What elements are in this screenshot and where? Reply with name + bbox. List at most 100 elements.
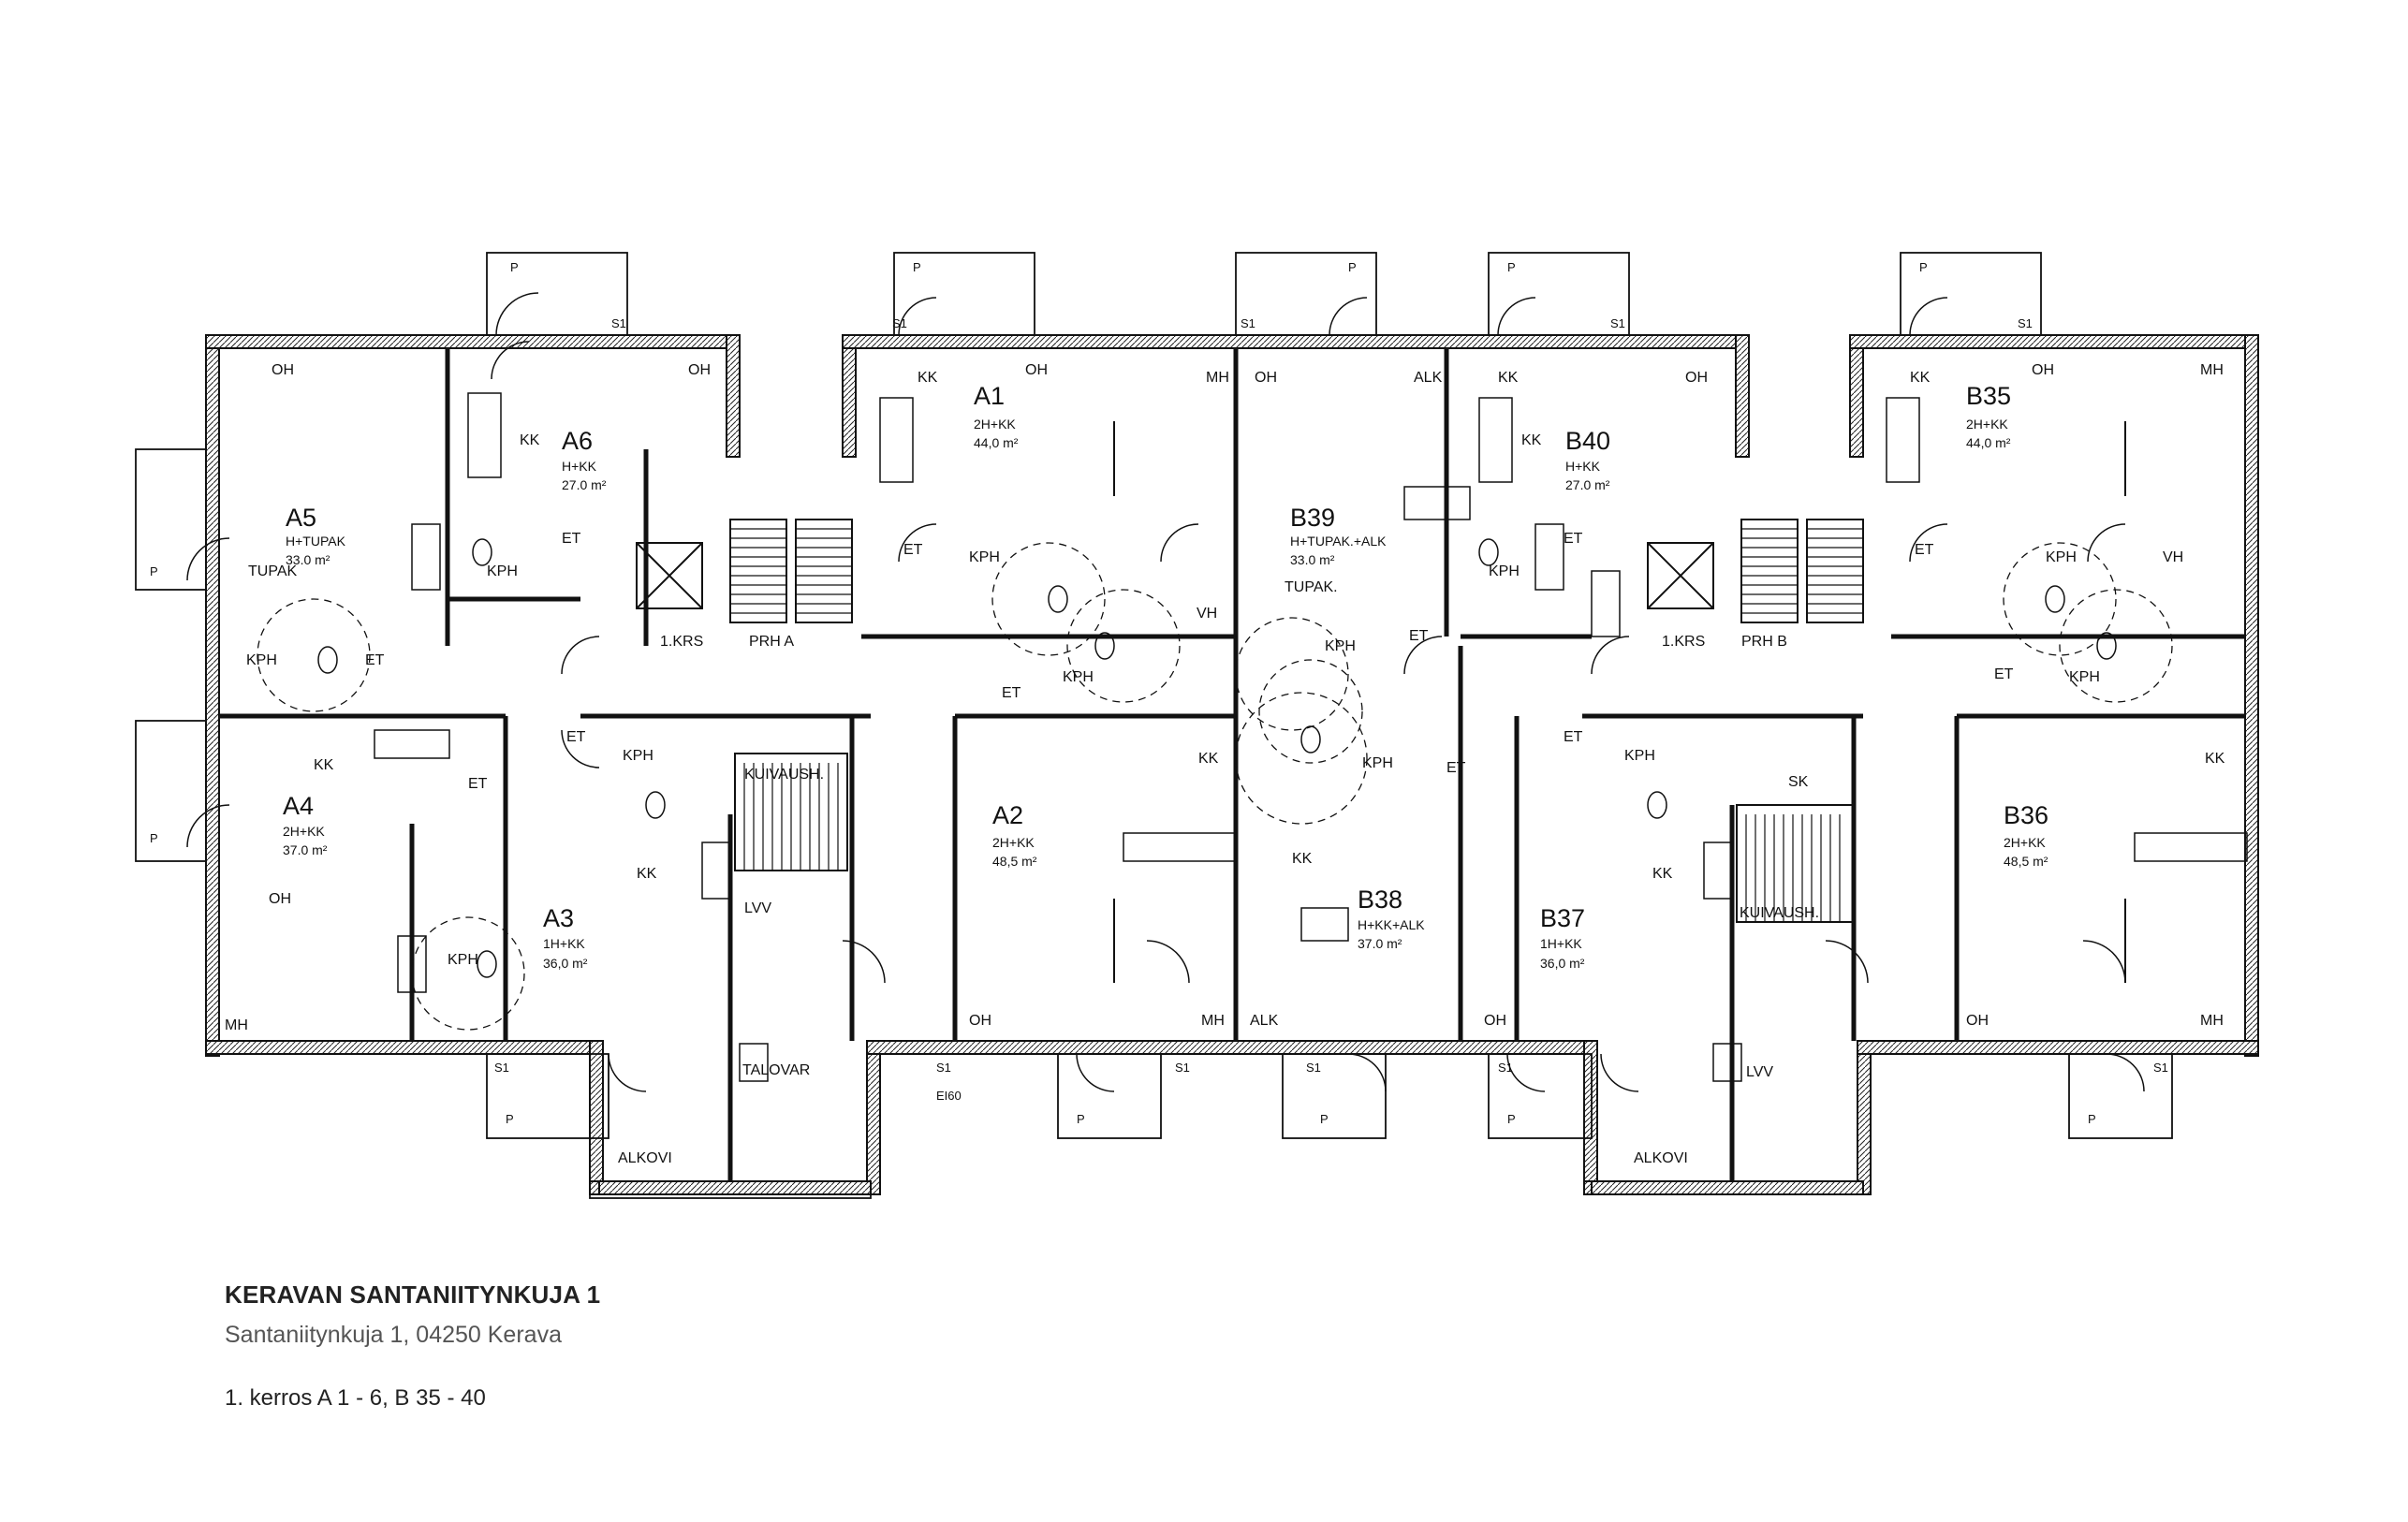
room-label-mh: MH bbox=[225, 1017, 248, 1033]
unit-a4-type: 2H+KK bbox=[283, 824, 325, 839]
unit-b36-type: 2H+KK bbox=[2004, 835, 2046, 850]
room-label-kk: KK bbox=[1292, 851, 1313, 867]
room-label-kph: KPH bbox=[2069, 669, 2100, 685]
patio-markers: P P P P P P P P P P P P S1 S1 S1 S1 S1 S… bbox=[150, 260, 2168, 1126]
wardrobe-marks bbox=[1113, 421, 2126, 983]
door-code: EI60 bbox=[936, 1089, 962, 1103]
room-label-alkovi: ALKOVI bbox=[618, 1150, 672, 1166]
room-label-mh: MH bbox=[2200, 362, 2224, 378]
room-label-et: ET bbox=[1564, 531, 1583, 547]
interior-walls bbox=[219, 348, 2245, 1181]
room-label-mh: MH bbox=[1201, 1013, 1225, 1029]
building-name: KERAVAN SANTANIITYNKUJA 1 bbox=[225, 1281, 601, 1309]
room-label-oh: OH bbox=[1484, 1013, 1506, 1029]
room-label-kph: KPH bbox=[246, 652, 277, 668]
unit-labels: A1 2H+KK 44,0 m² A2 2H+KK 48,5 m² A3 1H+… bbox=[283, 382, 2048, 971]
unit-a1-type: 2H+KK bbox=[974, 417, 1016, 432]
door-code: S1 bbox=[2153, 1061, 2168, 1075]
unit-a3-type: 1H+KK bbox=[543, 936, 585, 951]
room-label-et: ET bbox=[562, 531, 581, 547]
patio-label: P bbox=[1320, 1112, 1329, 1126]
building-address: Santaniitynkuja 1, 04250 Kerava bbox=[225, 1322, 562, 1348]
patio-label: P bbox=[150, 564, 158, 578]
stairwell-label-b: PRH B bbox=[1741, 634, 1787, 650]
room-label-kk: KK bbox=[1198, 751, 1219, 767]
room-label-talovar: TALOVAR bbox=[742, 1062, 810, 1078]
room-label-et: ET bbox=[1409, 628, 1429, 644]
unit-b40-code: B40 bbox=[1565, 427, 1610, 455]
unit-a6-type: H+KK bbox=[562, 459, 597, 474]
patio-label: P bbox=[1507, 1112, 1516, 1126]
room-label-kph: KPH bbox=[1624, 748, 1655, 764]
room-label-kk: KK bbox=[637, 866, 657, 882]
door-code: S1 bbox=[936, 1061, 951, 1075]
unit-a3-area: 36,0 m² bbox=[543, 956, 588, 971]
unit-a2-code: A2 bbox=[992, 801, 1023, 829]
unit-b35-area: 44,0 m² bbox=[1966, 435, 2011, 450]
room-label-kk: KK bbox=[1910, 370, 1931, 386]
door-code: S1 bbox=[892, 316, 907, 330]
unit-b35-type: 2H+KK bbox=[1966, 417, 2008, 432]
room-label-oh: OH bbox=[1255, 370, 1277, 386]
room-label-sk: SK bbox=[1788, 774, 1809, 790]
unit-b38-code: B38 bbox=[1358, 885, 1402, 914]
room-label-kph: KPH bbox=[487, 563, 518, 579]
unit-a6-area: 27.0 m² bbox=[562, 477, 607, 492]
room-labels: OH OH OH OH OH OH OH OH OH OH MH MH MH M… bbox=[225, 362, 2225, 1166]
room-label-oh: OH bbox=[272, 362, 294, 378]
stair-treads bbox=[730, 528, 1863, 922]
room-label-kph: KPH bbox=[2046, 549, 2077, 565]
room-label-oh: OH bbox=[1685, 370, 1708, 386]
room-label-oh: OH bbox=[688, 362, 711, 378]
room-label-lvv: LVV bbox=[1746, 1064, 1773, 1080]
patio-label: P bbox=[913, 260, 921, 274]
unit-a2-area: 48,5 m² bbox=[992, 854, 1037, 869]
room-label-et: ET bbox=[1446, 760, 1466, 776]
room-label-alk: ALK bbox=[1414, 370, 1443, 386]
unit-b36-area: 48,5 m² bbox=[2004, 854, 2048, 869]
unit-b38-type: H+KK+ALK bbox=[1358, 917, 1425, 932]
door-code: S1 bbox=[611, 316, 626, 330]
stairwell-label-a: PRH A bbox=[749, 634, 794, 650]
room-label-alkovi: ALKOVI bbox=[1634, 1150, 1688, 1166]
unit-b37-type: 1H+KK bbox=[1540, 936, 1582, 951]
unit-b40-type: H+KK bbox=[1565, 459, 1601, 474]
room-label-kk: KK bbox=[1652, 866, 1673, 882]
door-code: S1 bbox=[1241, 316, 1255, 330]
room-label-kk: KK bbox=[314, 757, 334, 773]
room-label-tupak: TUPAK. bbox=[1285, 579, 1338, 595]
room-label-et: ET bbox=[566, 729, 586, 745]
patio-label: P bbox=[1077, 1112, 1085, 1126]
room-label-oh: OH bbox=[1025, 362, 1048, 378]
unit-a1-area: 44,0 m² bbox=[974, 435, 1019, 450]
floor-description: 1. kerros A 1 - 6, B 35 - 40 bbox=[225, 1385, 486, 1411]
patio-label: P bbox=[150, 831, 158, 845]
bathroom-fixtures bbox=[317, 538, 2117, 978]
room-label-et: ET bbox=[1564, 729, 1583, 745]
room-label-tupak: TUPAK bbox=[248, 563, 297, 579]
unit-a5-type: H+TUPAK bbox=[286, 534, 346, 549]
patio-label: P bbox=[510, 260, 519, 274]
room-label-vh: VH bbox=[1197, 606, 1217, 622]
unit-a4-code: A4 bbox=[283, 792, 314, 820]
room-label-oh: OH bbox=[969, 1013, 991, 1029]
unit-b39-code: B39 bbox=[1290, 504, 1335, 532]
room-label-mh: MH bbox=[1206, 370, 1229, 386]
unit-a5-code: A5 bbox=[286, 504, 316, 532]
door-code: S1 bbox=[1175, 1061, 1190, 1075]
unit-b38-area: 37.0 m² bbox=[1358, 936, 1402, 951]
room-label-et: ET bbox=[1994, 666, 2014, 682]
patio-label: P bbox=[506, 1112, 514, 1126]
lifts bbox=[636, 542, 1714, 609]
room-label-vh: VH bbox=[2163, 549, 2183, 565]
door-code: S1 bbox=[1610, 316, 1625, 330]
door-code: S1 bbox=[1306, 1061, 1321, 1075]
patios bbox=[135, 252, 2173, 1199]
room-label-kph: KPH bbox=[623, 748, 653, 764]
stair-floor-label: 1.KRS bbox=[660, 634, 703, 650]
patio-label: P bbox=[1919, 260, 1928, 274]
unit-a5-area: 33.0 m² bbox=[286, 552, 330, 567]
room-label-oh: OH bbox=[269, 891, 291, 907]
door-code: S1 bbox=[2018, 316, 2033, 330]
stair-floor-label: 1.KRS bbox=[1662, 634, 1705, 650]
